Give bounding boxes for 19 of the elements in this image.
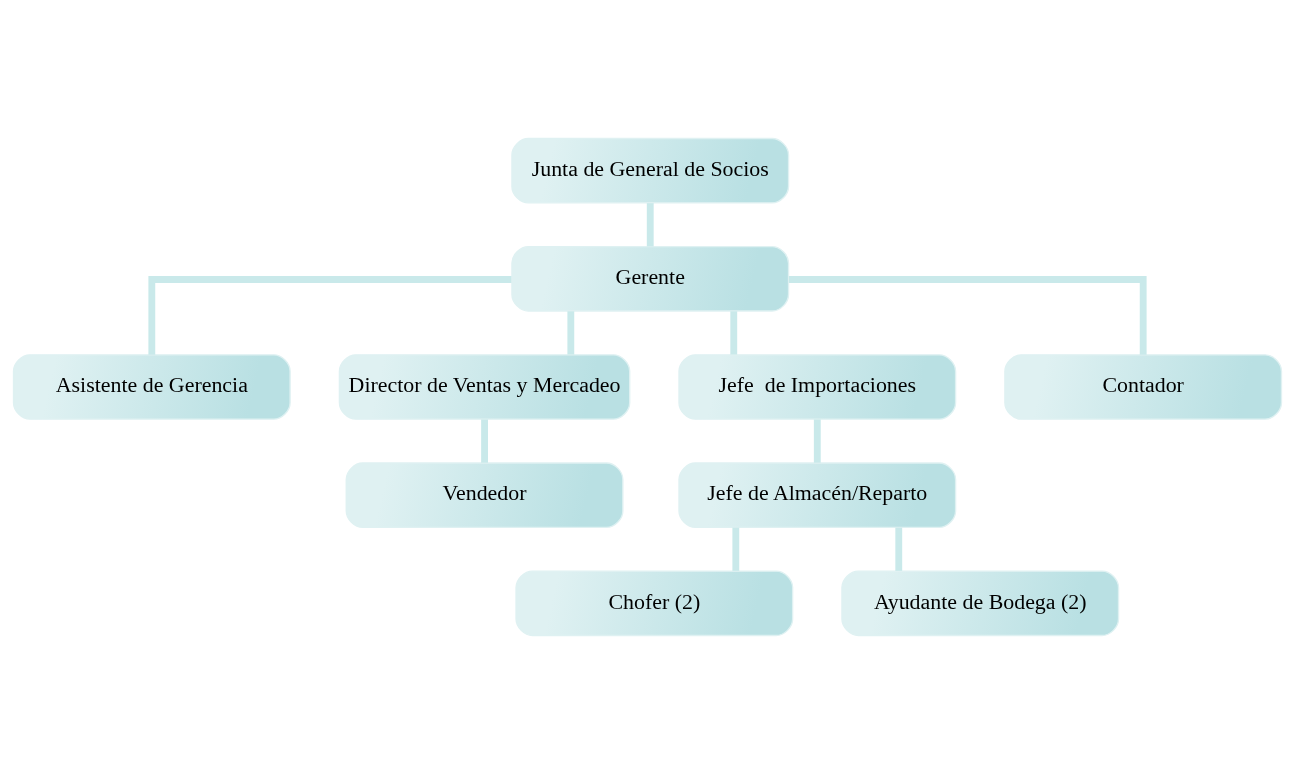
node-box: Contador [1004, 354, 1283, 420]
node-box: Director de Ventas y Mercadeo [338, 354, 631, 420]
node-box: Junta de General de Socios [511, 137, 790, 204]
connector [481, 419, 488, 463]
connector [646, 203, 654, 247]
node-box: Ayudante de Bodega (2) [841, 570, 1120, 637]
connector [148, 276, 512, 355]
node-box: Jefe de Importaciones [678, 354, 957, 420]
connector [567, 311, 575, 355]
connector [813, 419, 821, 463]
node-box: Jefe de Almacén/Reparto [678, 462, 957, 529]
node-box: Asistente de Gerencia [12, 354, 291, 420]
connector [732, 527, 740, 571]
node-box: Chofer (2) [515, 570, 794, 637]
node-box: Gerente [511, 245, 790, 312]
connector [895, 527, 903, 571]
node-box: Vendedor [345, 462, 624, 529]
connector [730, 311, 738, 355]
connector [788, 276, 1147, 355]
